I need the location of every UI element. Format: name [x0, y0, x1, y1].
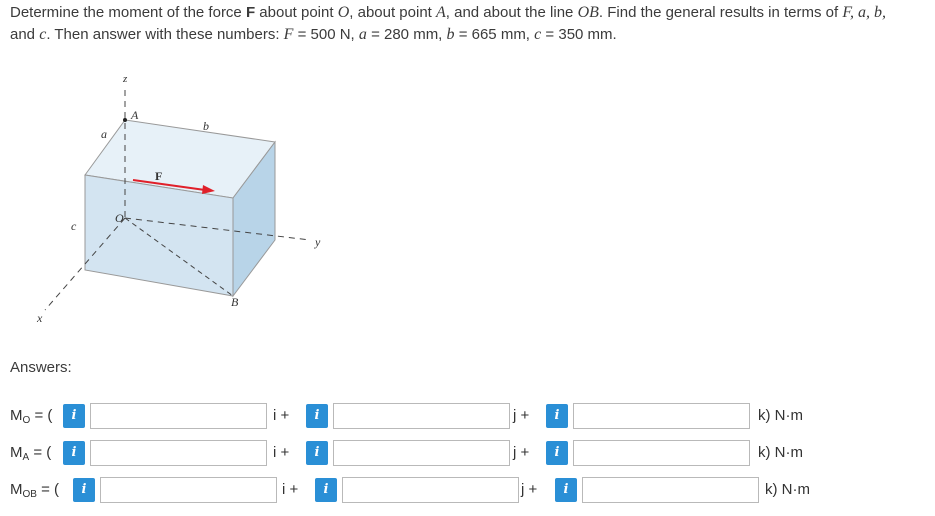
info-button-MOB-i[interactable]: i [73, 478, 95, 502]
line-OB [124, 217, 234, 297]
box-right-face [232, 140, 276, 298]
label-B: B [231, 295, 239, 309]
input-MA-k[interactable] [573, 440, 750, 466]
answers-label: Answers: [10, 359, 72, 376]
moment-label-MA: MA = ( [10, 444, 52, 463]
label-F: F [155, 169, 162, 183]
info-button-MO-i[interactable]: i [63, 404, 85, 428]
unit-i-MOB: i + [282, 481, 299, 498]
input-MOB-i[interactable] [100, 477, 277, 503]
info-button-MO-j[interactable]: i [306, 404, 328, 428]
label-O: O [115, 211, 124, 225]
unit-k-MO: k) N·m [758, 407, 803, 424]
input-MO-i[interactable] [90, 403, 267, 429]
info-button-MA-i[interactable]: i [63, 441, 85, 465]
moment-label-MO: MO = ( [10, 407, 53, 426]
label-z: z [122, 73, 128, 85]
box-diagram: z A a b F O c y B x [36, 73, 321, 325]
info-button-MA-k[interactable]: i [546, 441, 568, 465]
input-MO-j[interactable] [333, 403, 510, 429]
info-button-MOB-k[interactable]: i [555, 478, 577, 502]
x-axis [44, 217, 126, 311]
label-b: b [203, 119, 209, 133]
unit-j-MO: j + [513, 407, 530, 424]
problem-statement: Determine the moment of the force F abou… [10, 4, 887, 43]
info-button-MO-k[interactable]: i [546, 404, 568, 428]
label-a: a [101, 127, 107, 141]
unit-j-MOB: j + [521, 481, 538, 498]
unit-i-MA: i + [273, 444, 290, 461]
input-MOB-k[interactable] [582, 477, 759, 503]
unit-i-MO: i + [273, 407, 290, 424]
force-arrow [132, 179, 206, 191]
info-button-MA-j[interactable]: i [306, 441, 328, 465]
input-MA-j[interactable] [333, 440, 510, 466]
answer-row-MO: MO = ( i i + i j + i k) N·m [10, 400, 925, 432]
y-axis [124, 217, 311, 241]
unit-k-MA: k) N·m [758, 444, 803, 461]
label-c: c [71, 219, 77, 233]
point-A [123, 118, 127, 122]
label-x: x [36, 311, 43, 325]
answer-row-MOB: MOB = ( i i + i j + i k) N·m [10, 474, 925, 506]
label-y: y [314, 235, 321, 249]
input-MA-i[interactable] [90, 440, 267, 466]
input-MO-k[interactable] [573, 403, 750, 429]
answer-row-MA: MA = ( i i + i j + i k) N·m [10, 437, 925, 469]
force-arrow-head [202, 185, 215, 194]
info-button-MOB-j[interactable]: i [315, 478, 337, 502]
moment-label-MOB: MOB = ( [10, 481, 60, 500]
input-MOB-j[interactable] [342, 477, 519, 503]
unit-k-MOB: k) N·m [765, 481, 810, 498]
unit-j-MA: j + [513, 444, 530, 461]
label-A: A [130, 108, 139, 122]
